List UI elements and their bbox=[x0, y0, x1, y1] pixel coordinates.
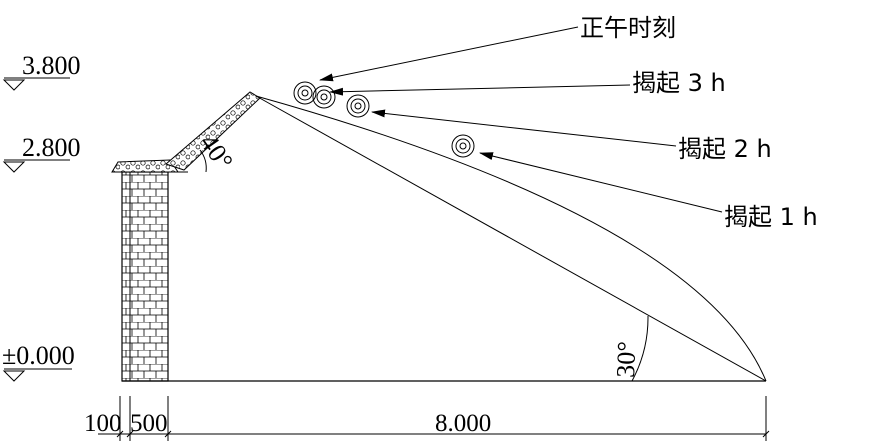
dimension-label-500: 500 bbox=[130, 410, 168, 437]
leader-2h bbox=[371, 109, 677, 147]
front-angle-label: 30° bbox=[611, 341, 641, 378]
callout-noon: 正午时刻 bbox=[580, 14, 676, 42]
elevation-marker-eave: 2.800 bbox=[2, 133, 81, 173]
leader-1h bbox=[479, 152, 723, 213]
leader-3h bbox=[329, 84, 631, 96]
elevation-label-top: 3.800 bbox=[22, 51, 81, 80]
front-chord bbox=[255, 95, 767, 382]
roof-angle-arc bbox=[199, 149, 207, 173]
rolled-mat-noon-a bbox=[293, 81, 317, 105]
front-film-curve bbox=[255, 95, 767, 382]
elevation-label-eave: 2.800 bbox=[22, 133, 81, 162]
dimension-label-span: 8.000 bbox=[435, 410, 491, 437]
rolled-mat-noon-b bbox=[312, 85, 336, 109]
elevation-label-ground: ±0.000 bbox=[2, 341, 75, 370]
elevation-marker-ground: ±0.000 bbox=[2, 341, 75, 382]
leader-noon bbox=[319, 26, 579, 82]
callout-lift-1h: 揭起 1 h bbox=[724, 203, 818, 231]
callout-lift-3h: 揭起 3 h bbox=[632, 69, 726, 97]
rolled-mat-3h bbox=[346, 94, 370, 118]
callout-lift-2h: 揭起 2 h bbox=[678, 135, 772, 163]
brick-wall bbox=[121, 171, 169, 382]
dimension-line bbox=[98, 396, 770, 441]
rolled-mat-1h bbox=[451, 134, 475, 158]
front-angle-arc bbox=[631, 315, 649, 382]
elevation-marker-top: 3.800 bbox=[2, 51, 81, 91]
dimension-label-100: 100 bbox=[84, 410, 122, 437]
